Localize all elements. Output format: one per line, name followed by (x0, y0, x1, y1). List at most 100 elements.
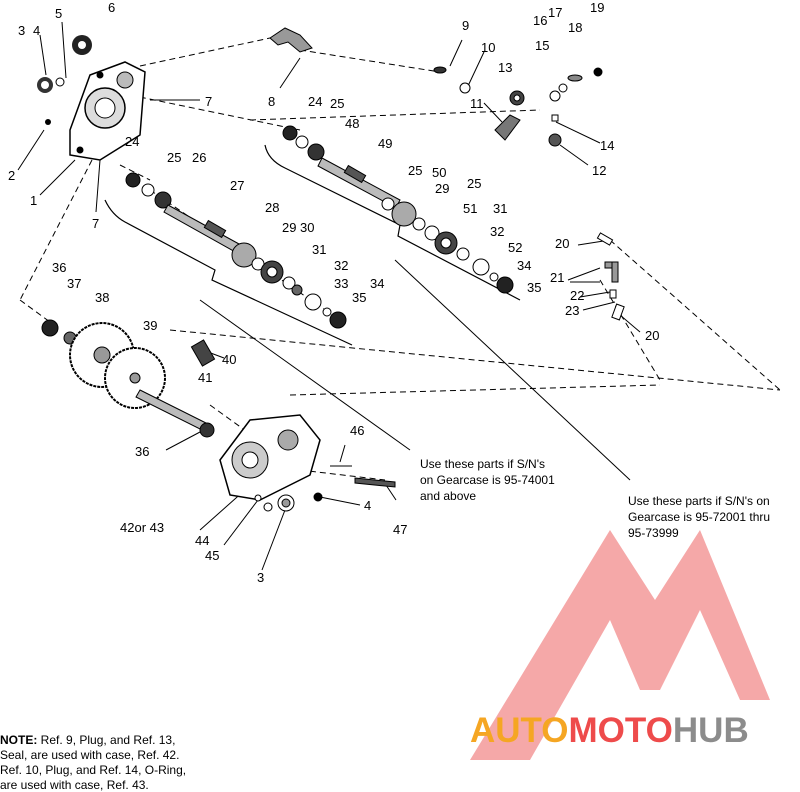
callout-25-lower: 25 (167, 150, 181, 165)
callout-50: 50 (432, 165, 446, 180)
callout-48: 48 (345, 116, 359, 131)
callout-6: 6 (108, 0, 115, 15)
callout-25-upper: 25 (330, 96, 344, 111)
callout-31-lower: 31 (312, 242, 326, 257)
callout-1: 1 (30, 193, 37, 208)
washer-part-4 (55, 77, 65, 87)
callout-15: 15 (535, 38, 549, 53)
callout-16: 16 (533, 13, 547, 28)
callout-29-lower: 29 (282, 220, 296, 235)
footer-note-lead: NOTE: (0, 733, 37, 747)
footer-line-2: Ref. 10, Plug, and Ref. 14, O-Ring, (0, 763, 186, 777)
callout-8: 8 (268, 94, 275, 109)
callout-33: 33 (334, 276, 348, 291)
callout-3: 3 (18, 23, 25, 38)
callout-5: 5 (55, 6, 62, 21)
serial-number-note-upper: Use these parts if S/N's on Gearcase is … (420, 457, 555, 503)
bearing-part-6 (72, 35, 92, 55)
callout-7a: 7 (205, 94, 212, 109)
footer-line-0: Ref. 9, Plug, and Ref. 13, (37, 733, 175, 747)
callout-23: 23 (565, 303, 579, 318)
svg-text:and above: and above (420, 489, 476, 503)
callout-38: 38 (95, 290, 109, 305)
footer-line-1: Seal, are used with case, Ref. 42. (0, 748, 179, 762)
svg-text:NOTE: Ref. 9, Plug, and Ref. 1: NOTE: Ref. 9, Plug, and Ref. 13, (0, 733, 175, 747)
shift-fork-part-8 (269, 27, 313, 53)
callout-26: 26 (192, 150, 206, 165)
callout-25-right: 25 (467, 176, 481, 191)
pins-assembly (596, 232, 625, 321)
footer-line-3: are used with case, Ref. 43. (0, 778, 149, 792)
assembly-brackets (104, 144, 521, 346)
callout-47: 47 (393, 522, 407, 537)
small-hardware-cluster (433, 66, 603, 147)
lower-gearcase (219, 414, 396, 512)
callout-4: 4 (33, 23, 40, 38)
svg-text:Use these parts if S/N's on: Use these parts if S/N's on (628, 494, 770, 508)
callout-20a: 20 (555, 236, 569, 251)
svg-text:Use these parts if S/N's: Use these parts if S/N's (420, 457, 545, 471)
callout-36-lower: 36 (135, 444, 149, 459)
wm-moto: MOTO (569, 711, 673, 750)
callout-37: 37 (67, 276, 81, 291)
svg-text:on Gearcase is 95-74001: on Gearcase is 95-74001 (420, 473, 555, 487)
callout-24-upper: 24 (308, 94, 322, 109)
callout-45: 45 (205, 548, 219, 563)
callout-20b: 20 (645, 328, 659, 343)
callout-35-lower: 35 (352, 290, 366, 305)
callout-32-upper: 32 (490, 224, 504, 239)
callout-24-lower: 24 (125, 134, 139, 149)
callout-40: 40 (222, 352, 236, 367)
callout-17: 17 (548, 5, 562, 20)
output-gears (41, 319, 216, 438)
callout-3-lower: 3 (257, 570, 264, 585)
callout-32-lower: 32 (334, 258, 348, 273)
callout-25-mid: 25 (408, 163, 422, 178)
callout-49: 49 (378, 136, 392, 151)
wm-auto: AUTO (470, 711, 569, 750)
callout-39: 39 (143, 318, 157, 333)
callout-27: 27 (230, 178, 244, 193)
serial-number-note-lower: Use these parts if S/N's on Gearcase is … (628, 494, 770, 540)
callout-36-upper: 36 (52, 260, 66, 275)
callout-42or43: 42or 43 (120, 520, 164, 535)
footer-note: NOTE: Ref. 9, Plug, and Ref. 13, Seal, a… (0, 733, 186, 792)
callout-12: 12 (592, 163, 606, 178)
callout-29-upper: 29 (435, 181, 449, 196)
callout-10: 10 (481, 40, 495, 55)
callout-19: 19 (590, 0, 604, 15)
callout-11: 11 (470, 96, 484, 111)
bolt-part-2 (45, 119, 51, 125)
seal-part-3 (37, 77, 53, 93)
callout-7b: 7 (92, 216, 99, 231)
callout-21: 21 (550, 270, 564, 285)
callout-13: 13 (498, 60, 512, 75)
wm-hub: HUB (673, 711, 749, 750)
callout-34-lower: 34 (370, 276, 384, 291)
callout-30: 30 (300, 220, 314, 235)
svg-text:95-73999: 95-73999 (628, 526, 679, 540)
callout-35-upper: 35 (527, 280, 541, 295)
callout-41: 41 (198, 370, 212, 385)
watermark-text: AUTOMOTOHUB (470, 711, 749, 750)
callout-4-lower: 4 (364, 498, 371, 513)
callout-34-upper: 34 (517, 258, 531, 273)
callout-52: 52 (508, 240, 522, 255)
callout-22: 22 (570, 288, 584, 303)
callout-14: 14 (600, 138, 614, 153)
svg-text:AUTOMOTOHUB: AUTOMOTOHUB (470, 711, 749, 750)
callout-9: 9 (462, 18, 469, 33)
upper-gearcase-cover (69, 61, 146, 161)
svg-text:Gearcase is 95-72001 thru: Gearcase is 95-72001 thru (628, 510, 770, 524)
callout-28: 28 (265, 200, 279, 215)
watermark-logo (470, 530, 770, 760)
callout-2: 2 (8, 168, 15, 183)
callout-44: 44 (195, 533, 209, 548)
upper-shaft-assembly (282, 125, 514, 294)
callout-51: 51 (463, 201, 477, 216)
callout-31-upper: 31 (493, 201, 507, 216)
callout-18: 18 (568, 20, 582, 35)
lower-shaft-assembly (125, 172, 347, 329)
callout-labels: 1 2 3 4 5 6 7 7 8 9 10 11 12 13 14 15 16… (8, 0, 659, 585)
